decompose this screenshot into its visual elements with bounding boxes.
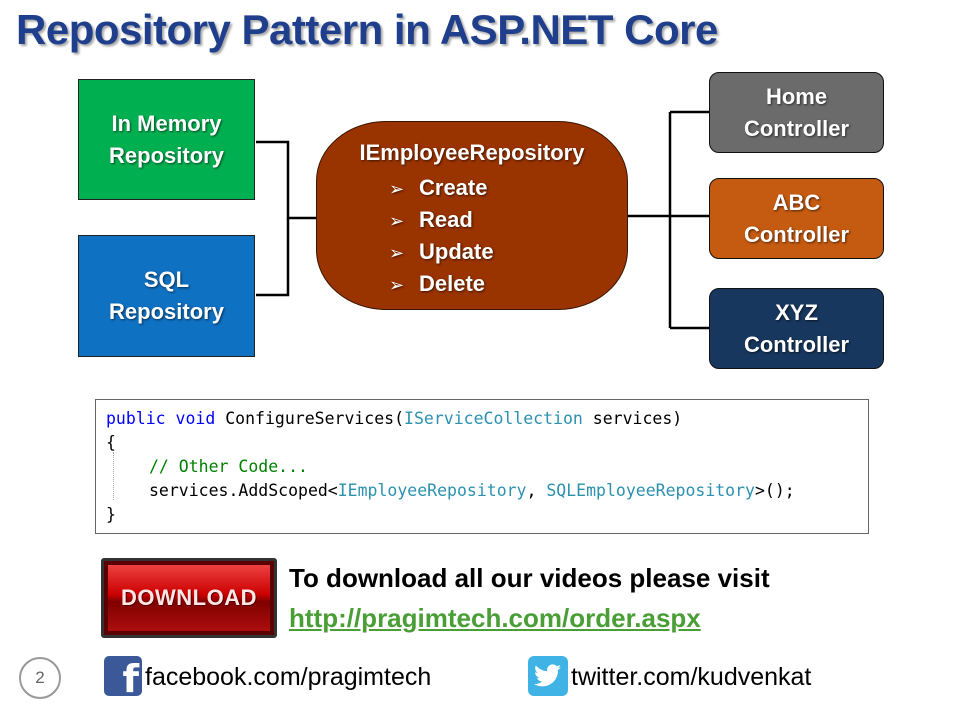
method-read: Read bbox=[419, 207, 473, 232]
code-line-5: } bbox=[106, 505, 116, 524]
code-type-interface: IEmployeeRepository bbox=[337, 481, 527, 500]
in-memory-line1: In Memory bbox=[111, 110, 222, 136]
code-params: services) bbox=[582, 409, 683, 428]
xyz-line1: XYZ bbox=[775, 299, 818, 325]
code-keyword-public: public bbox=[106, 409, 166, 428]
xyz-line2: Controller bbox=[743, 331, 850, 357]
download-button[interactable]: DOWNLOAD bbox=[101, 558, 277, 638]
code-line-1: public void ConfigureServices(IServiceCo… bbox=[106, 407, 682, 431]
method-update: Update bbox=[419, 239, 494, 264]
method-list: ➢ Create ➢ Read ➢ Update ➢ Delete bbox=[389, 172, 494, 300]
code-line-2: { bbox=[106, 433, 116, 452]
code-type-implementation: SQLEmployeeRepository bbox=[546, 481, 755, 500]
sql-line2: Repository bbox=[109, 299, 224, 324]
download-link[interactable]: http://pragimtech.com/order.aspx bbox=[289, 603, 701, 633]
page-number: 2 bbox=[19, 657, 61, 699]
sql-connector bbox=[256, 218, 290, 297]
home-controller-box: Home Controller bbox=[709, 72, 884, 153]
code-snippet: public void ConfigureServices(IServiceCo… bbox=[95, 399, 869, 534]
in-memory-connector bbox=[256, 140, 316, 220]
page-title: Repository Pattern in ASP.NET Core bbox=[16, 6, 718, 53]
home-line1: Home bbox=[765, 83, 828, 109]
method-item: ➢ Read bbox=[389, 204, 494, 236]
xyz-controller-box: XYZ Controller bbox=[709, 288, 884, 369]
code-separator: , bbox=[526, 481, 547, 500]
facebook-link[interactable]: facebook.com/pragimtech bbox=[145, 663, 432, 691]
code-method-name: ConfigureServices( bbox=[225, 409, 405, 428]
code-call: services.AddScoped< bbox=[149, 481, 338, 500]
interface-node: IEmployeeRepository ➢ Create ➢ Read ➢ Updat… bbox=[316, 121, 628, 310]
twitter-bird-icon[interactable] bbox=[528, 656, 568, 696]
arrow-bullet-icon: ➢ bbox=[389, 179, 405, 199]
method-item: ➢ Create bbox=[389, 172, 494, 204]
code-keyword-void: void bbox=[175, 409, 216, 428]
code-type: IServiceCollection bbox=[404, 409, 583, 428]
code-call-end: >(); bbox=[755, 481, 795, 500]
facebook-icon[interactable]: f bbox=[104, 656, 142, 696]
method-item: ➢ Delete bbox=[389, 268, 494, 300]
abc-controller-box: ABC Controller bbox=[709, 178, 884, 259]
indent-guide bbox=[113, 452, 114, 500]
sql-repository-box: SQL Repository bbox=[78, 235, 255, 357]
download-button-label: DOWNLOAD bbox=[121, 585, 257, 610]
arrow-bullet-icon: ➢ bbox=[389, 211, 405, 231]
code-line-3: // Other Code... bbox=[149, 457, 308, 476]
home-line2: Controller bbox=[743, 115, 850, 141]
in-memory-line2: Repository bbox=[109, 142, 224, 168]
method-create: Create bbox=[419, 175, 488, 200]
method-delete: Delete bbox=[419, 271, 486, 296]
method-item: ➢ Update bbox=[389, 236, 494, 268]
download-text: To download all our videos please visit bbox=[289, 563, 770, 593]
sql-line1: SQL bbox=[143, 267, 190, 292]
in-memory-repository-box: In Memory Repository bbox=[78, 79, 255, 200]
abc-line2: Controller bbox=[743, 221, 850, 247]
twitter-link[interactable]: twitter.com/kudvenkat bbox=[571, 663, 812, 691]
abc-line1: ABC bbox=[772, 189, 821, 215]
arrow-bullet-icon: ➢ bbox=[389, 275, 405, 295]
interface-name: IEmployeeRepository bbox=[359, 140, 585, 165]
code-line-4: services.AddScoped<IEmployeeRepository, … bbox=[149, 479, 795, 503]
arrow-bullet-icon: ➢ bbox=[389, 243, 405, 263]
